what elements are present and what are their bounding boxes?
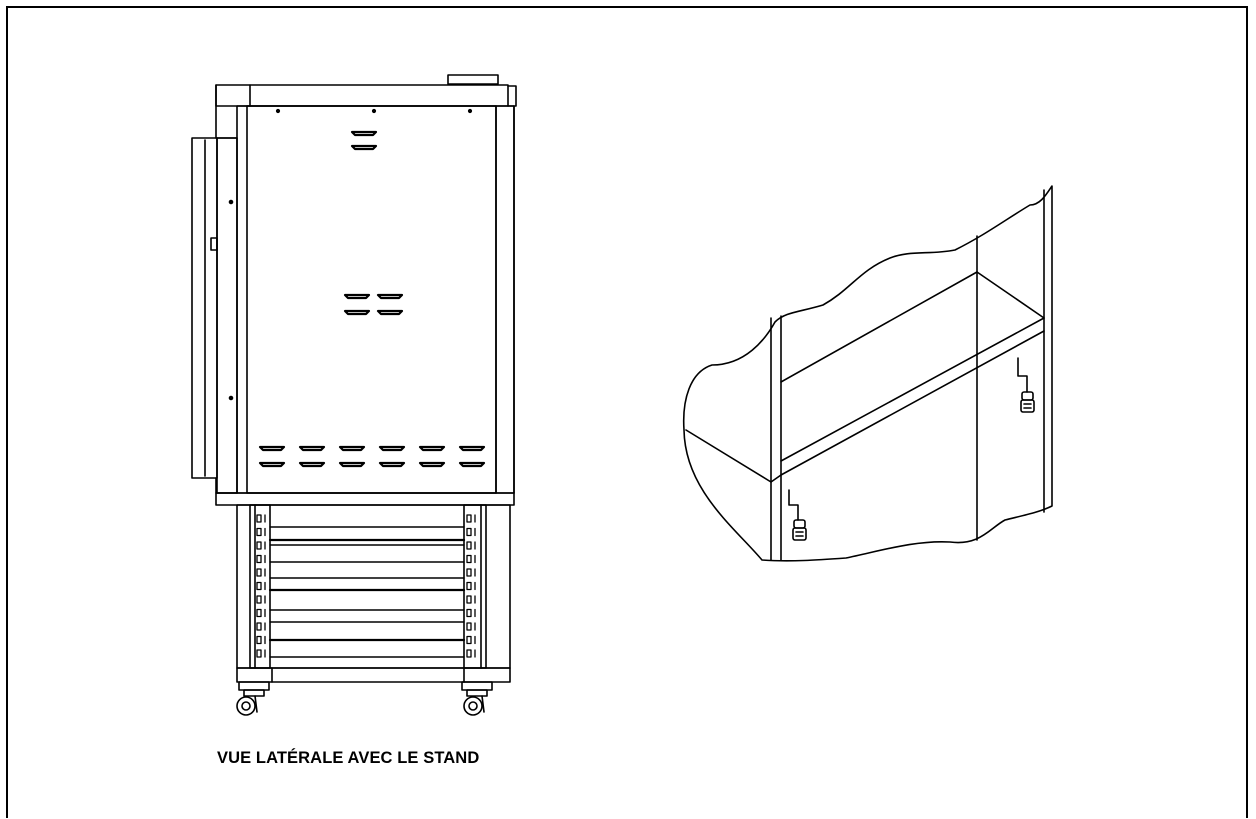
vent-slot bbox=[298, 445, 326, 452]
vent-slot bbox=[378, 445, 406, 452]
vent-slot bbox=[258, 461, 286, 468]
vent-slot bbox=[343, 309, 371, 316]
fastener-right bbox=[1020, 391, 1035, 413]
vent-slot bbox=[458, 445, 486, 452]
caster-left bbox=[236, 681, 270, 716]
vent-slot bbox=[458, 461, 486, 468]
fastener-left bbox=[792, 519, 807, 541]
vent-slot bbox=[418, 461, 446, 468]
side-view-oven bbox=[191, 74, 517, 716]
drawing-frame bbox=[6, 6, 1248, 818]
vent-slots bbox=[258, 130, 486, 468]
vent-slot bbox=[350, 144, 378, 151]
caster-right bbox=[461, 681, 493, 716]
vent-slot bbox=[338, 445, 366, 452]
stand bbox=[236, 504, 511, 716]
vent-slot bbox=[350, 130, 378, 137]
detail-cutaway-view bbox=[682, 185, 1053, 562]
vent-slot bbox=[258, 445, 286, 452]
vent-slot bbox=[378, 461, 406, 468]
vent-slot bbox=[376, 293, 404, 300]
side-view-caption: VUE LATÉRALE AVEC LE STAND bbox=[217, 749, 480, 767]
vent-slot bbox=[338, 461, 366, 468]
vent-slot bbox=[376, 309, 404, 316]
vent-slot bbox=[343, 293, 371, 300]
vent-slot bbox=[418, 445, 446, 452]
vent-slot bbox=[298, 461, 326, 468]
